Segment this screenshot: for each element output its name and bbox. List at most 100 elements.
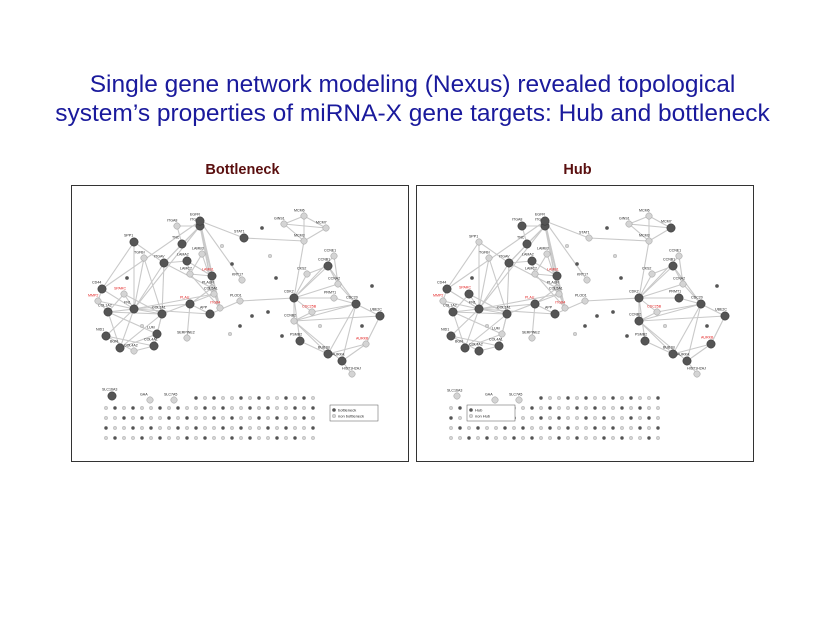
isolated-node [239, 426, 243, 430]
gene-label: CDC20 [346, 296, 358, 300]
network-edge [133, 225, 201, 310]
gene-label: LAMB3 [192, 247, 204, 251]
gene-label: EGFR [535, 213, 545, 217]
isolated-node [647, 406, 651, 410]
gene-label: COL1A2 [98, 304, 112, 308]
isolated-node [521, 406, 525, 410]
network-edge [710, 315, 726, 345]
network-edge [638, 273, 653, 299]
isolated-node [458, 436, 462, 440]
isolated-node [575, 416, 579, 420]
panel-label-bottleneck: Bottleneck [205, 162, 280, 178]
gene-node [561, 304, 569, 312]
isolated-node [539, 416, 543, 420]
isolated-node [257, 406, 261, 410]
isolated-node [221, 426, 225, 430]
isolated-node [266, 396, 270, 400]
network-edge [478, 303, 536, 310]
gene-label: CCNE1 [669, 249, 681, 253]
legend-open-label: non bottleneck [338, 414, 364, 419]
isolated-node [221, 416, 225, 420]
network-edge [105, 335, 155, 347]
gene-node [173, 222, 181, 230]
gene-node [330, 294, 338, 302]
gene-node [494, 341, 504, 351]
gene-node [706, 339, 716, 349]
gene-label: MCM3 [294, 234, 305, 238]
isolated-node [104, 416, 108, 420]
isolated-node [122, 426, 126, 430]
isolated-node [284, 396, 288, 400]
isolated-node [449, 436, 453, 440]
isolated-node [593, 406, 597, 410]
gene-node [337, 356, 347, 366]
network-edge [189, 253, 203, 275]
gene-label: LAMA2 [177, 253, 189, 257]
isolated-node [557, 406, 561, 410]
gene-node [439, 297, 447, 305]
isolated-node [113, 406, 117, 410]
isolated-node [167, 436, 171, 440]
isolated-node [248, 436, 252, 440]
isolated-node [284, 416, 288, 420]
network-edge [311, 303, 357, 313]
network-edge [119, 313, 163, 349]
isolated-node [293, 426, 297, 430]
network-minor-node [360, 324, 364, 328]
network-edge [442, 300, 480, 310]
gene-node [170, 396, 178, 404]
isolated-node [140, 426, 144, 430]
network-edge [119, 308, 135, 349]
network-edge [544, 220, 588, 281]
isolated-node [629, 396, 633, 400]
isolated-node [275, 436, 279, 440]
isolated-node [449, 416, 453, 420]
gene-node [205, 309, 215, 319]
gene-node [130, 347, 138, 355]
gene-node [97, 284, 107, 294]
network-edge [644, 340, 674, 355]
isolated-node [656, 406, 660, 410]
gene-label: COL5A1 [549, 287, 563, 291]
isolated-node [113, 426, 117, 430]
isolated-node [638, 396, 642, 400]
isolated-node [140, 436, 144, 440]
gene-label: ITGA5 [190, 218, 200, 222]
isolated-node [194, 406, 198, 410]
isolated-node [566, 396, 570, 400]
gene-label: CCNB1 [663, 258, 675, 262]
isolated-node [566, 426, 570, 430]
isolated-node [647, 396, 651, 400]
isolated-node [248, 406, 252, 410]
gene-node [442, 284, 452, 294]
isolated-node [248, 396, 252, 400]
gene-node [334, 280, 342, 288]
isolated-node [203, 396, 207, 400]
gene-node [446, 331, 456, 341]
gene-node [330, 252, 338, 260]
gene-label: PLOD1 [575, 294, 587, 298]
network-edge [534, 273, 566, 309]
panel-label-hub: Hub [563, 162, 592, 178]
network-edge [478, 241, 510, 264]
isolated-node [521, 416, 525, 420]
gene-node [375, 311, 385, 321]
isolated-node [584, 416, 588, 420]
network-edge [628, 223, 672, 229]
network-edge [686, 303, 702, 362]
gene-label: ITGA8 [512, 218, 522, 222]
isolated-node [176, 416, 180, 420]
isolated-node [647, 436, 651, 440]
gene-node [634, 293, 644, 303]
gene-node [502, 309, 512, 319]
network-edge [678, 255, 684, 285]
isolated-node [293, 436, 297, 440]
isolated-node [557, 396, 561, 400]
isolated-node [575, 436, 579, 440]
network-edge [327, 343, 367, 355]
network-edge [450, 335, 480, 352]
isolated-node [620, 406, 624, 410]
isolated-node [620, 436, 624, 440]
gene-label: SLC16A3 [102, 388, 117, 392]
